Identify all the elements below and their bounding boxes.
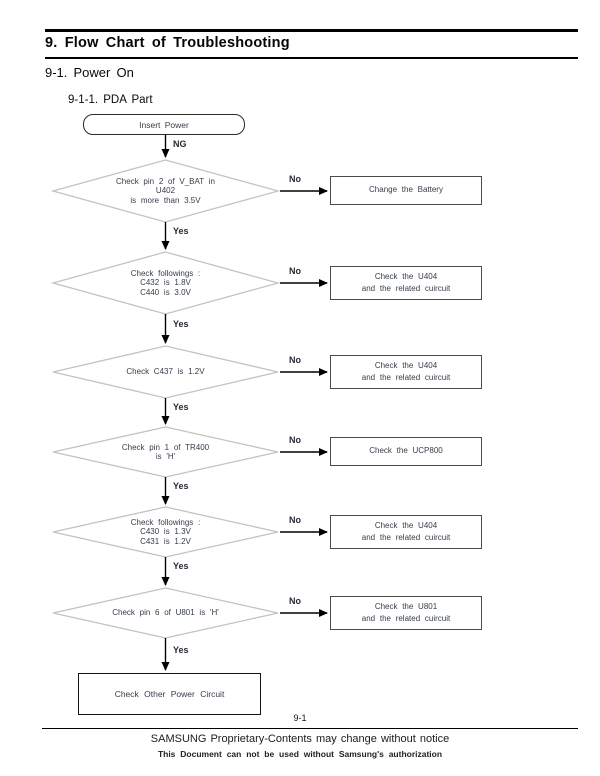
decision-2-text: Check followings : C432 is 1.8V C440 is … [130,268,201,297]
action-box-4: Check the UCP800 [330,437,482,466]
label-yes-1: Yes [173,226,189,236]
start-node: Insert Power [83,114,245,135]
label-ng: NG [173,139,187,149]
footer-rule [42,728,578,729]
diamond-4 [52,426,279,478]
decision-5-text: Check followings : C430 is 1.3V C431 is … [130,517,201,546]
page-number: 9-1 [293,713,307,723]
diamond-2 [50,251,281,315]
page-title: 9. Flow Chart of Troubleshooting [45,35,290,51]
action-box-3: Check the U404 and the related cuircuit [330,355,482,389]
label-no-1: No [289,174,301,184]
header-rule-top [45,29,578,32]
decision-6-text: Check pin 6 of U801 is 'H' [112,608,219,618]
end-node: Check Other Power Circuit [78,673,261,715]
decision-diamonds [50,159,281,639]
decision-4-text: Check pin 1 of TR400 is 'H' [121,442,210,462]
label-no-4: No [289,435,301,445]
subsection-title: 9-1-1. PDA Part [68,94,153,106]
footer-proprietary-notice: SAMSUNG Proprietary-Contents may change … [150,733,450,745]
label-no-2: No [289,266,301,276]
diamond-6 [52,587,279,639]
diamond-1 [50,159,281,223]
label-no-5: No [289,515,301,525]
section-title: 9-1. Power On [45,65,134,80]
diamond-3 [52,345,279,399]
footer-authorization-notice: This Document can not be used without Sa… [157,749,443,759]
label-yes-3: Yes [173,402,189,412]
flow-arrows-no [280,187,328,617]
header-rule-bottom [45,57,578,59]
action-box-2: Check the U404 and the related cuircuit [330,266,482,300]
label-no-6: No [289,596,301,606]
diamond-5 [52,506,279,558]
decision-1-text: Check pin 2 of V_BAT in U402 is more tha… [116,176,215,205]
action-box-1: Change the Battery [330,176,482,205]
label-yes-4: Yes [173,481,189,491]
label-yes-2: Yes [173,319,189,329]
label-yes-5: Yes [173,561,189,571]
decision-3-text: Check C437 is 1.2V [126,367,205,377]
label-no-3: No [289,355,301,365]
action-box-6: Check the U801 and the related cuircuit [330,596,482,630]
label-yes-6: Yes [173,645,189,655]
action-box-5: Check the U404 and the related cuircuit [330,515,482,549]
